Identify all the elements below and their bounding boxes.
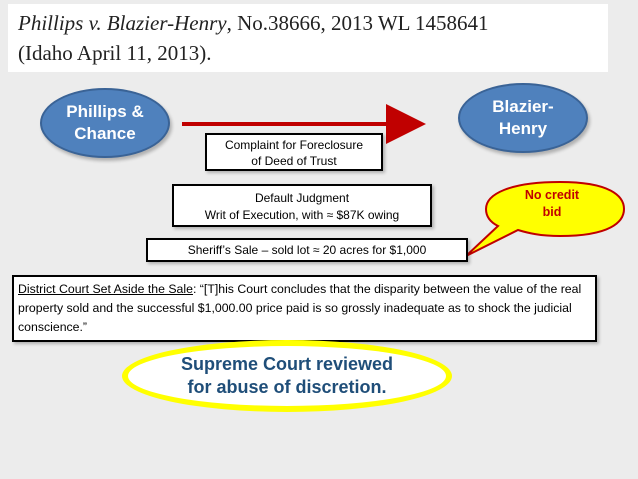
party-blazier-henry: Blazier- Henry xyxy=(458,83,588,153)
district-court-quote: : “[T]his Court concludes that the dispa… xyxy=(18,282,582,334)
district-court-box: District Court Set Aside the Sale: “[T]h… xyxy=(12,275,597,342)
complaint-line1: Complaint for Foreclosure xyxy=(224,138,364,152)
no-credit-bid-callout-shape xyxy=(465,180,626,257)
default-judgment-box: Default Judgment Writ of Execution, with… xyxy=(172,184,432,227)
party-left-line2: Chance xyxy=(74,124,136,143)
party-right-line2: Henry xyxy=(498,119,548,138)
party-left-line1: Phillips & xyxy=(66,102,144,121)
district-court-heading: District Court Set Aside the Sale xyxy=(18,282,193,296)
case-citation-court-date: (Idaho April 11, 2013). xyxy=(18,41,212,65)
default-judgment-line1: Default Judgment xyxy=(254,191,350,205)
complaint-line2: of Deed of Trust xyxy=(251,154,337,168)
party-right-line1: Blazier- xyxy=(492,97,554,116)
case-name: Phillips v. Blazier-Henry xyxy=(18,11,227,35)
party-phillips-chance: Phillips & Chance xyxy=(40,88,170,158)
sheriff-sale-text: Sheriff’s Sale – sold lot ≈ 20 acres for… xyxy=(187,243,427,257)
default-judgment-line2: Writ of Execution, with ≈ $87K owing xyxy=(204,208,400,222)
case-citation: , No.38666, 2013 WL 1458641 xyxy=(226,11,489,35)
case-title: Phillips v. Blazier-Henry, No.38666, 201… xyxy=(8,4,608,72)
supreme-line2: for abuse of discretion. xyxy=(187,377,387,397)
callout-line2: bid xyxy=(542,205,562,219)
sheriff-sale-box: Sheriff’s Sale – sold lot ≈ 20 acres for… xyxy=(146,238,468,262)
no-credit-bid-callout: No credit bid xyxy=(492,187,612,221)
supreme-line1: Supreme Court reviewed xyxy=(180,354,394,374)
supreme-court-oval: Supreme Court reviewed for abuse of disc… xyxy=(122,340,452,412)
complaint-box: Complaint for Foreclosure of Deed of Tru… xyxy=(205,133,383,171)
callout-line1: No credit xyxy=(524,188,580,202)
